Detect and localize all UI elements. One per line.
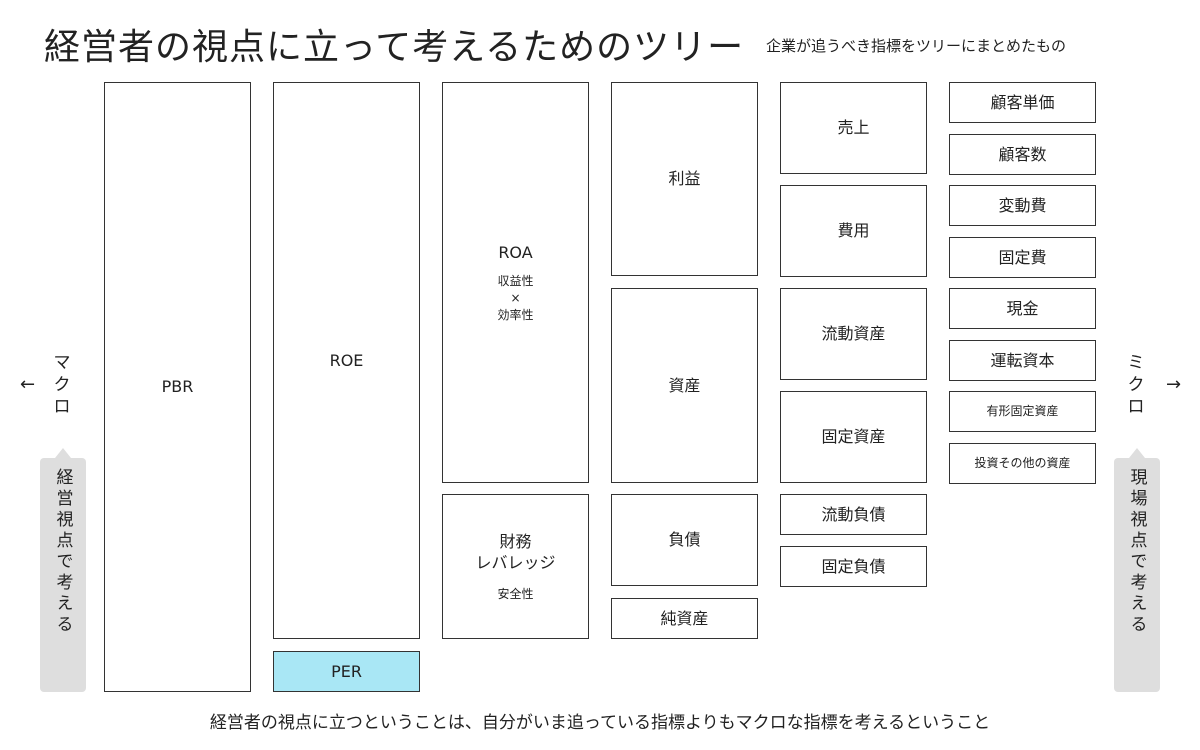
pbr-label: PBR xyxy=(161,377,194,397)
net-assets-label: 純資産 xyxy=(660,608,709,628)
current-assets-label: 流動資産 xyxy=(821,324,886,344)
working-capital-box: 運転資本 xyxy=(949,340,1096,381)
liabilities-box: 負債 xyxy=(611,494,758,586)
tangible-fixed-assets-box: 有形固定資産 xyxy=(949,391,1096,432)
leverage-label-line1: 財務 xyxy=(499,531,532,551)
micro-label-char: ク xyxy=(1127,375,1145,396)
assets-box: 資産 xyxy=(611,288,758,483)
page-subtitle: 企業が追うべき指標をツリーにまとめたもの xyxy=(766,37,1067,55)
leverage-label-line2: レバレッジ xyxy=(475,553,556,573)
profitability-label: 収益性 xyxy=(497,274,534,289)
multiply-sign: × xyxy=(510,290,521,305)
working-capital-label: 運転資本 xyxy=(990,350,1055,370)
investments-other-assets-label: 投資その他の資産 xyxy=(974,456,1071,471)
management-view-text: 経営視点で考える xyxy=(52,468,73,636)
bubble-tail xyxy=(55,448,71,458)
micro-label: ミ ク ロ xyxy=(1124,352,1148,418)
current-liabilities-box: 流動負債 xyxy=(780,494,927,535)
per-box: PER xyxy=(273,651,420,692)
macro-label-char: マ xyxy=(53,353,71,373)
right-arrow-icon: → xyxy=(1166,374,1182,395)
micro-label-char: ミ xyxy=(1127,353,1145,373)
efficiency-label: 効率性 xyxy=(497,307,534,322)
pbr-box: PBR xyxy=(104,82,251,692)
net-assets-box: 純資産 xyxy=(611,598,758,639)
customer-count-box: 顧客数 xyxy=(949,134,1096,175)
fixed-assets-label: 固定資産 xyxy=(821,427,886,447)
variable-cost-box: 変動費 xyxy=(949,185,1096,226)
customer-count-label: 顧客数 xyxy=(998,144,1047,164)
bubble-tail xyxy=(1129,448,1145,458)
roe-box: ROE xyxy=(273,82,420,639)
management-view-bubble: 経営視点で考える xyxy=(40,448,86,692)
micro-label-char: ロ xyxy=(1127,397,1145,418)
footer-caption: 経営者の視点に立つということは、自分がいま追っている指標よりもマクロな指標を考え… xyxy=(209,713,991,733)
profit-box: 利益 xyxy=(611,82,758,276)
page-title: 経営者の視点に立って考えるためのツリー xyxy=(44,27,745,68)
current-liabilities-label: 流動負債 xyxy=(821,504,886,524)
assets-label: 資産 xyxy=(668,375,701,395)
roa-subtext: 収益性 × 効率性 xyxy=(497,273,533,323)
costs-box: 費用 xyxy=(780,185,927,277)
roa-box: ROA 収益性 × 効率性 xyxy=(442,82,589,483)
cash-label: 現金 xyxy=(1006,298,1039,318)
sales-label: 売上 xyxy=(837,118,870,138)
safety-label: 安全性 xyxy=(497,587,534,601)
variable-cost-label: 変動費 xyxy=(998,195,1047,215)
macro-label: マ ク ロ xyxy=(50,352,74,418)
macro-label-char: ク xyxy=(53,375,71,396)
sales-box: 売上 xyxy=(780,82,927,174)
left-arrow-icon: ← xyxy=(20,374,36,395)
per-label: PER xyxy=(331,661,362,681)
fixed-liabilities-label: 固定負債 xyxy=(821,556,886,576)
tangible-fixed-assets-label: 有形固定資産 xyxy=(986,404,1059,419)
investments-other-assets-box: 投資その他の資産 xyxy=(949,443,1096,484)
fixed-liabilities-box: 固定負債 xyxy=(780,546,927,587)
macro-label-char: ロ xyxy=(53,397,71,418)
roe-label: ROE xyxy=(329,350,364,370)
profit-label: 利益 xyxy=(668,169,701,189)
fixed-cost-box: 固定費 xyxy=(949,237,1096,278)
customer-unit-price-label: 顧客単価 xyxy=(990,92,1055,112)
customer-unit-price-box: 顧客単価 xyxy=(949,82,1096,123)
liabilities-label: 負債 xyxy=(668,530,701,550)
fixed-cost-label: 固定費 xyxy=(998,247,1047,267)
field-view-text: 現場視点で考える xyxy=(1126,468,1147,636)
roa-label: ROA xyxy=(498,242,533,262)
fixed-assets-box: 固定資産 xyxy=(780,391,927,483)
cash-box: 現金 xyxy=(949,288,1096,329)
field-view-bubble: 現場視点で考える xyxy=(1114,448,1160,692)
costs-label: 費用 xyxy=(837,221,870,241)
current-assets-box: 流動資産 xyxy=(780,288,927,380)
financial-leverage-box: 財務 レバレッジ 安全性 xyxy=(442,494,589,639)
